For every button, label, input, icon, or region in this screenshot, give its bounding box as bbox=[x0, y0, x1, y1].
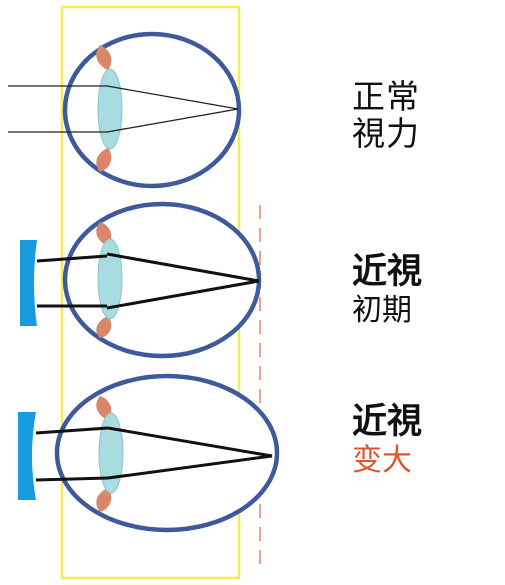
eye-early-myopia bbox=[20, 201, 262, 359]
iris-bottom bbox=[96, 148, 112, 172]
eyeball-outline bbox=[62, 31, 242, 189]
eyeball-outline bbox=[54, 373, 280, 533]
label-early-title: 近視 bbox=[352, 252, 423, 292]
label-normal-line1: 正常 bbox=[352, 77, 420, 116]
glasses-lens bbox=[20, 240, 37, 326]
label-advanced-sub: 变大 bbox=[352, 443, 412, 478]
iris-top bbox=[96, 45, 112, 70]
light-rays bbox=[35, 426, 273, 482]
iris-bottom bbox=[96, 316, 112, 338]
eyeball-outline bbox=[62, 201, 262, 359]
lens bbox=[98, 412, 124, 494]
label-advanced-myopia: 近視 变大 bbox=[352, 405, 422, 476]
label-normal-line2: 視力 bbox=[352, 114, 420, 153]
lens bbox=[97, 238, 123, 320]
label-advanced-title: 近視 bbox=[352, 402, 423, 442]
eye-normal bbox=[8, 31, 242, 189]
light-rays bbox=[8, 85, 239, 133]
glasses-lens bbox=[18, 412, 36, 500]
label-early-sub: 初期 bbox=[352, 293, 412, 328]
iris-bottom bbox=[96, 488, 112, 512]
eye-advanced-myopia bbox=[18, 373, 280, 533]
label-normal-vision: 正常 視力 bbox=[352, 80, 420, 154]
light-rays bbox=[36, 252, 260, 310]
label-early-myopia: 近視 初期 bbox=[352, 255, 422, 326]
lens bbox=[97, 68, 123, 150]
